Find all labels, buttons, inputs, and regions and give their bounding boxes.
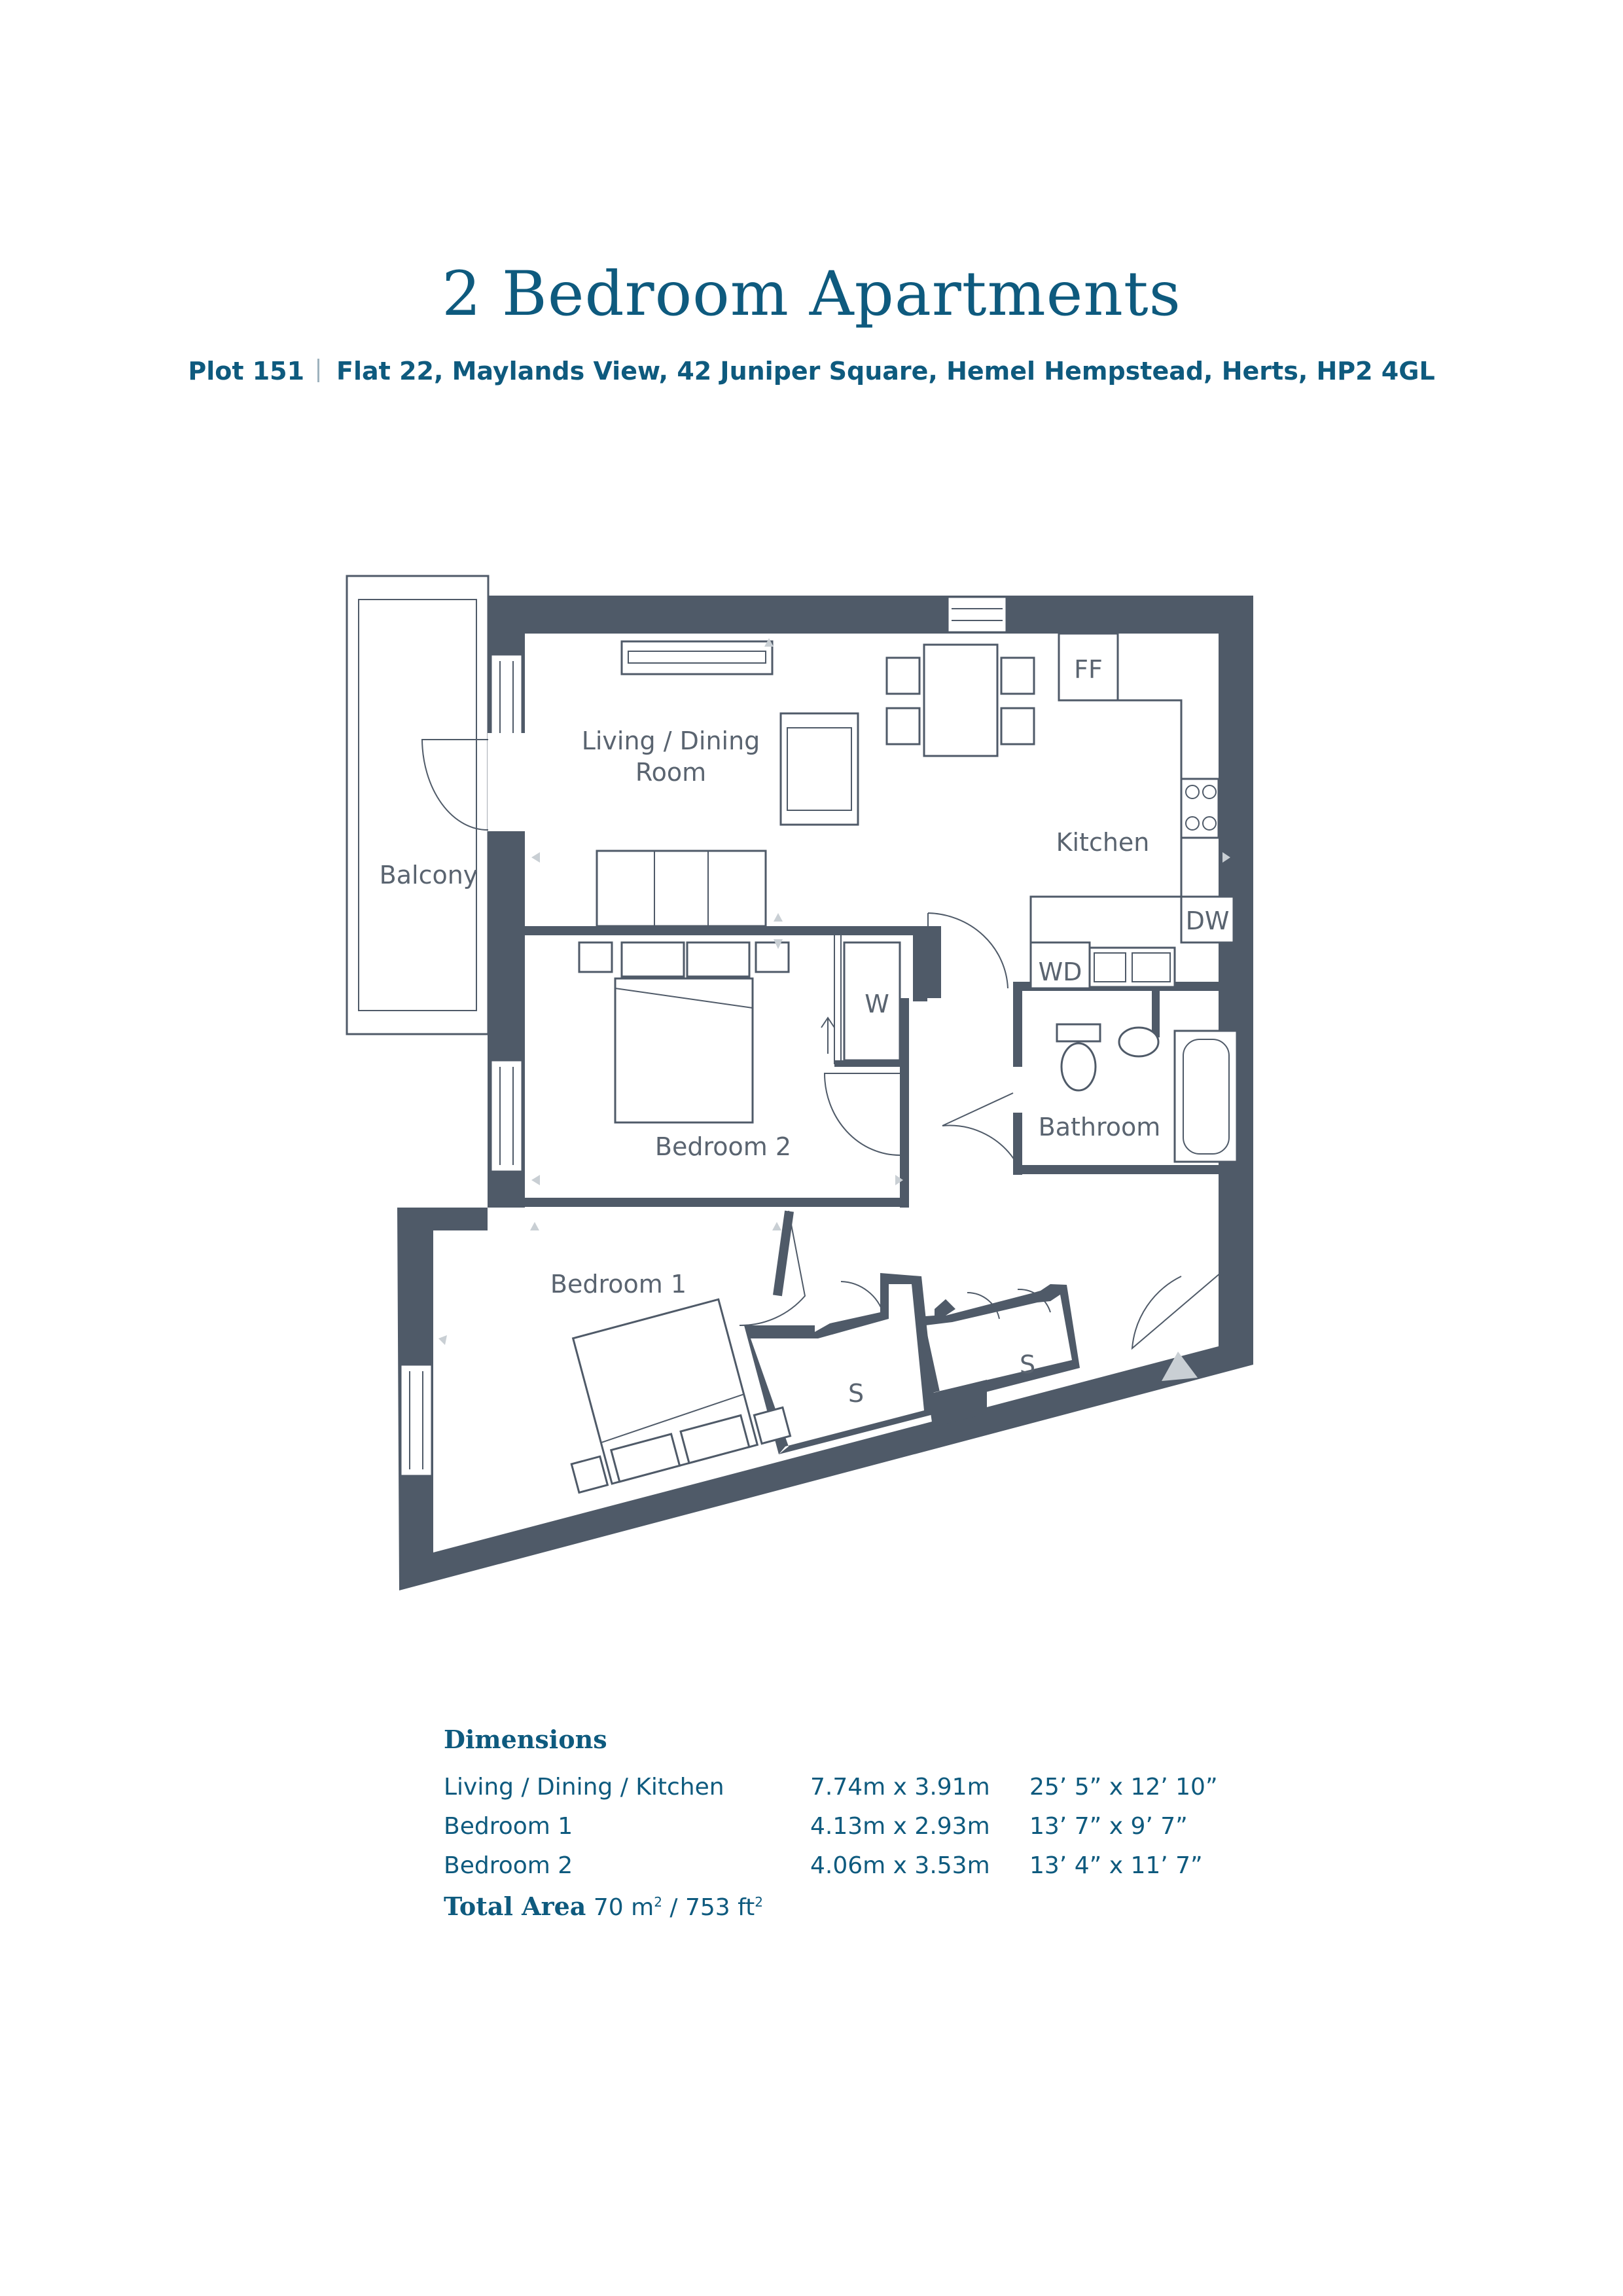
label-living: Living / Dining [582, 726, 760, 755]
total-area: Total Area 70 m2 / 753 ft2 [444, 1892, 1226, 1921]
coffee-table [779, 712, 859, 826]
dimension-room: Living / Dining / Kitchen [444, 1773, 724, 1801]
wall-bathroom-left [1013, 982, 1022, 1067]
kitchen-door-swing [927, 912, 1008, 998]
total-area-imperial: 753 ft [685, 1894, 755, 1921]
bed1-door-swing [739, 1210, 806, 1327]
storage-a-walls [744, 1273, 936, 1454]
label-kitchen: Kitchen [1056, 828, 1150, 857]
total-area-separator: / [662, 1894, 685, 1921]
dimension-imperial: 13’ 7” x 9’ 7” [1029, 1812, 1188, 1840]
window-bedroom2 [490, 1059, 524, 1173]
dining-table [923, 643, 999, 757]
dimension-room: Bedroom 2 [444, 1852, 573, 1879]
toilet [1060, 1042, 1097, 1092]
washer-dryer [1029, 941, 1091, 990]
address: Flat 22, Maylands View, 42 Juniper Squar… [336, 357, 1435, 386]
dimension-imperial: 25’ 5” x 12’ 10” [1029, 1773, 1218, 1801]
dimension-metric: 4.06m x 3.53m [810, 1852, 990, 1879]
dimension-row: Bedroom 1 4.13m x 2.93m 13’ 7” x 9’ 7” [444, 1806, 1226, 1846]
dimension-metric: 4.13m x 2.93m [810, 1812, 990, 1840]
total-area-metric: 70 m [593, 1894, 654, 1921]
entrance-arrow [1162, 1352, 1198, 1381]
label-fridge-freezer: FF [1074, 655, 1103, 684]
balcony-door-swing [421, 739, 489, 831]
bed1-bed [570, 1298, 792, 1494]
balcony-outline [346, 575, 490, 1035]
label-wardrobe: W [865, 990, 889, 1018]
total-area-label: Total Area [444, 1892, 586, 1921]
wall-living-bed2 [525, 926, 921, 935]
bath [1173, 1030, 1238, 1163]
window-top [946, 596, 1008, 634]
dimension-room: Bedroom 1 [444, 1812, 573, 1840]
basin [1118, 1026, 1160, 1058]
dimensions-table: Dimensions Living / Dining / Kitchen 7.7… [444, 1725, 1226, 1921]
dimension-metric: 7.74m x 3.91m [810, 1773, 990, 1801]
separator [317, 359, 320, 382]
dimension-row: Living / Dining / Kitchen 7.74m x 3.91m … [444, 1767, 1226, 1806]
label-dishwasher: DW [1186, 906, 1230, 935]
wall-bed2-bottom [525, 1198, 909, 1207]
dimension-imperial: 13’ 4” x 11’ 7” [1029, 1852, 1203, 1879]
storage-step [928, 1380, 987, 1427]
dishwasher [1180, 895, 1235, 944]
address-line: Plot 151 Flat 22, Maylands View, 42 Junip… [0, 357, 1623, 386]
label-bedroom-1: Bedroom 1 [550, 1270, 687, 1299]
imperial-exponent: 2 [755, 1894, 763, 1910]
dimensions-heading: Dimensions [444, 1725, 607, 1754]
label-living-room: Room [635, 758, 706, 787]
storage-b-walls [916, 1284, 1080, 1406]
bathroom-door-swing [942, 1092, 1018, 1166]
metric-exponent: 2 [654, 1894, 662, 1910]
label-washer-dryer: WD [1039, 958, 1082, 986]
label-bathroom: Bathroom [1039, 1113, 1161, 1141]
bed2-door-swing [823, 1073, 901, 1156]
dimension-row: Bedroom 2 4.06m x 3.53m 13’ 4” x 11’ 7” [444, 1846, 1226, 1885]
label-bedroom-2: Bedroom 2 [655, 1132, 791, 1161]
label-balcony: Balcony [380, 861, 478, 889]
sofa [596, 850, 767, 927]
window-bedroom1 [399, 1363, 433, 1477]
hob [1180, 778, 1220, 839]
window-living [490, 653, 524, 747]
plot-number: Plot 151 [188, 357, 305, 386]
bed2-bed [614, 977, 754, 1124]
entrance-door-swing [1131, 1272, 1221, 1350]
wardrobe [843, 941, 901, 1062]
wall-bed2-right [900, 998, 909, 1208]
fridge-freezer [1058, 632, 1119, 702]
page-title: 2 Bedroom Apartments [442, 259, 1181, 330]
label-storage-b: S [1020, 1350, 1035, 1379]
balcony-inner [358, 599, 477, 1011]
tv-unit [620, 640, 774, 675]
label-storage-a: S [848, 1379, 864, 1408]
